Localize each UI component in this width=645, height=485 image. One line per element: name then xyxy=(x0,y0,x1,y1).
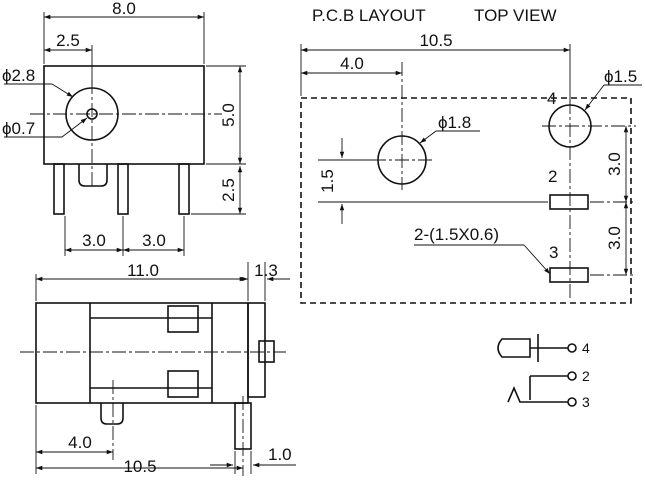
outer-diameter-label: ϕ2.8 xyxy=(2,66,35,85)
inner-diameter-label: ϕ0.7 xyxy=(2,119,35,138)
pin-pitch-left-label: 3.0 xyxy=(82,231,106,250)
pin4-hole-diameter-label: ϕ1.5 xyxy=(604,67,637,86)
pcb-pin-label-3: 3 xyxy=(549,243,558,262)
front-width-label: 8.0 xyxy=(112,0,136,18)
top-view-title: TOP VIEW xyxy=(474,6,557,25)
pcb-layout: P.C.B LAYOUT TOP VIEW 10.5 4.0 ϕ1.8 ϕ1.5 xyxy=(300,6,642,304)
mount-hole-diameter-label: ϕ1.8 xyxy=(438,113,471,132)
flange-width-label: 1.3 xyxy=(254,261,278,280)
front-height-label: 5.0 xyxy=(219,103,238,127)
side-view: 11.0 1.3 4.0 10.5 1.0 xyxy=(20,261,296,476)
front-boss xyxy=(78,164,108,187)
front-pin-length-label: 2.5 xyxy=(219,178,238,202)
side-window-top xyxy=(167,305,199,333)
front-pin-right xyxy=(178,163,190,215)
side-pin-offset-label: 4.0 xyxy=(68,433,92,452)
terminal-4-icon xyxy=(567,343,577,353)
terminal-3-icon xyxy=(567,397,577,407)
side-flange xyxy=(247,302,266,398)
side-window-bottom xyxy=(167,370,199,398)
front-hole-offset-label: 2.5 xyxy=(56,31,80,50)
front-body-outline xyxy=(43,65,205,165)
pcb-pin-label-2: 2 xyxy=(548,167,557,186)
schematic-label-2: 2 xyxy=(582,368,590,384)
pin-pitch-right-label: 3.0 xyxy=(142,231,166,250)
pcb-hole-offset-label: 4.0 xyxy=(340,54,364,73)
side-total-length-label: 10.5 xyxy=(123,457,156,476)
schematic-symbol: 4 2 3 xyxy=(497,334,590,410)
side-nub xyxy=(258,340,275,363)
jack-sleeve-symbol xyxy=(497,338,531,358)
pcb-pitch-upper-label: 3.0 xyxy=(605,152,624,176)
pin2-slot xyxy=(549,194,589,210)
pcb-pin-label-4: 4 xyxy=(547,89,556,108)
slot-note-label: 2-(1.5X0.6) xyxy=(414,225,499,244)
side-pin-front xyxy=(100,403,124,425)
pin3-slot xyxy=(549,267,589,283)
side-length-label: 11.0 xyxy=(127,261,159,280)
front-pin-left xyxy=(53,163,65,215)
pcb-pitch-lower-label: 3.0 xyxy=(605,226,624,250)
switch-contact-symbol xyxy=(507,385,568,403)
pin-width-label: 1.0 xyxy=(268,445,292,464)
terminal-2-icon xyxy=(567,371,577,381)
schematic-label-4: 4 xyxy=(582,340,590,356)
schematic-label-3: 3 xyxy=(582,394,590,410)
pcb-overall-label: 10.5 xyxy=(419,31,452,50)
pcb-layout-title: P.C.B LAYOUT xyxy=(312,6,426,25)
front-view: 8.0 2.5 ϕ2.8 ϕ0.7 5.0 2.5 3.0 3.0 xyxy=(2,0,246,256)
front-pin-mid xyxy=(117,163,129,215)
pcb-mount-height-label: 1.5 xyxy=(318,169,337,193)
pcb-footprint-outline xyxy=(300,97,632,304)
